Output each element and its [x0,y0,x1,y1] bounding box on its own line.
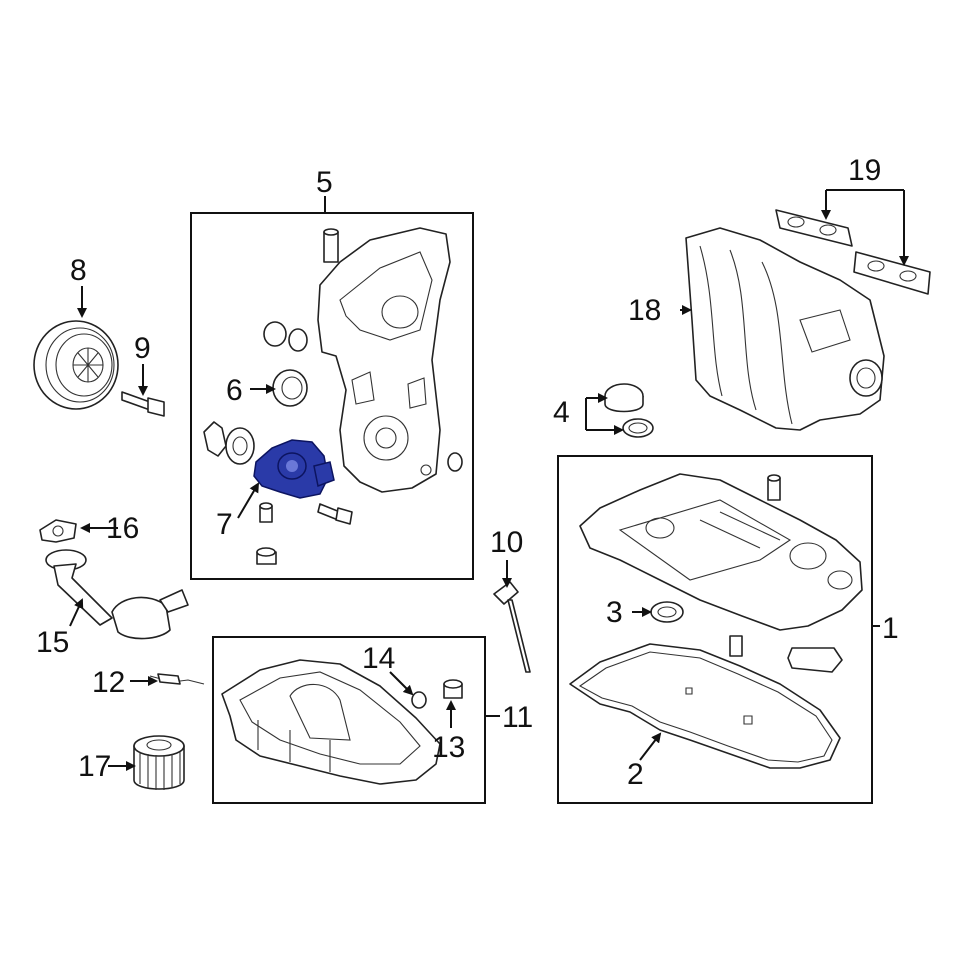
plug-seal[interactable] [650,601,684,623]
cover-seal-small[interactable] [263,321,308,352]
callout-6: 6 [226,374,243,407]
oil-pan-group-box [212,636,486,804]
callout-14: 14 [362,642,395,675]
valve-cover[interactable] [579,473,863,631]
callout-4: 4 [553,396,570,429]
dowel-pin-bottom[interactable] [256,502,277,565]
timing-cover-group-box [190,212,474,580]
valve-cover-gasket[interactable] [569,643,841,769]
callout-19: 19 [848,154,881,187]
intake-manifold[interactable] [685,227,885,431]
cam-sensor[interactable] [729,635,743,657]
callout-10: 10 [490,526,523,559]
callout-13: 13 [432,731,465,764]
drain-washer[interactable] [411,691,427,709]
crank-seal[interactable] [272,369,308,407]
callout-11: 11 [502,701,533,734]
valve-cover-group-box [557,455,873,804]
callout-9: 9 [134,332,151,365]
callout-5: 5 [316,166,333,199]
callout-12: 12 [92,666,125,699]
oil-pickup-tube[interactable] [45,549,189,640]
callout-2: 2 [627,758,644,791]
water-pump-highlighted[interactable] [253,439,335,499]
callout-labels: 1 2 3 4 5 6 7 8 9 10 11 12 13 14 15 16 1… [36,154,899,791]
dowel-pin-top[interactable] [323,228,339,263]
drain-plug[interactable] [443,679,463,699]
callout-1: 1 [882,612,899,645]
callout-16: 16 [106,512,139,545]
pulley-bolt[interactable] [121,391,165,417]
callout-8: 8 [70,254,87,287]
crankshaft-pulley[interactable] [33,320,119,410]
callout-3: 3 [606,596,623,629]
intake-gasket-a[interactable] [775,209,853,247]
callout-17: 17 [78,750,111,783]
oil-pan[interactable] [221,659,441,785]
callout-15: 15 [36,626,69,659]
oil-dipstick[interactable] [493,581,531,673]
intake-gasket-b[interactable] [853,251,931,295]
spark-gasket[interactable] [787,647,843,673]
callout-18: 18 [628,294,661,327]
callout-7: 7 [216,508,233,541]
timing-cover[interactable] [317,227,463,493]
pickup-gasket[interactable] [39,519,77,543]
oil-filter[interactable] [133,735,185,790]
leader-lines [69,189,909,771]
pcv-valve[interactable] [767,474,781,501]
pump-gasket[interactable] [203,421,255,465]
cover-bolt[interactable] [317,503,353,525]
oil-filler-cap[interactable] [604,383,654,438]
oil-level-sensor[interactable] [149,673,205,685]
